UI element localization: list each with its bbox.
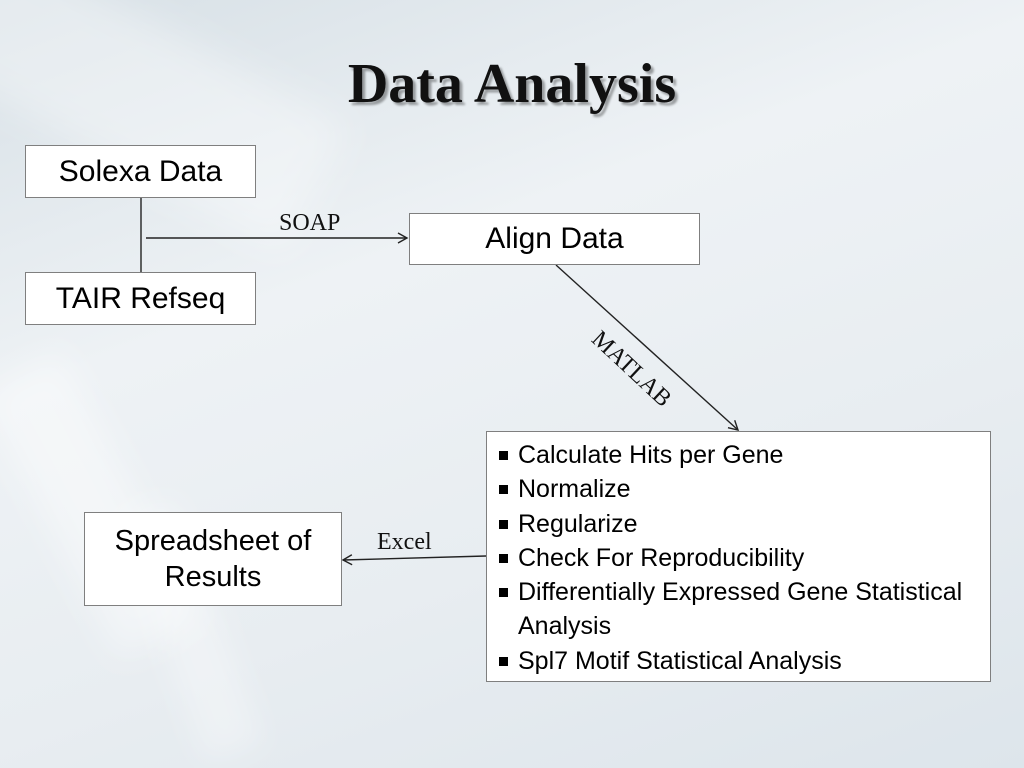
- node-label: TAIR Refseq: [55, 281, 226, 315]
- arrow-to-steps: [555, 264, 740, 431]
- list-item: Regularize: [499, 507, 982, 541]
- node-label: Solexa Data: [58, 154, 223, 188]
- list-item: Normalize: [499, 472, 982, 506]
- node-tair-refseq: TAIR Refseq: [25, 272, 256, 325]
- node-align-data: Align Data: [409, 213, 700, 265]
- analysis-step-list: Calculate Hits per Gene Normalize Regula…: [499, 438, 982, 678]
- node-label: Align Data: [485, 222, 624, 255]
- list-item: Spl7 Motif Statistical Analysis: [499, 644, 982, 678]
- node-label-line: Spreadsheet of: [114, 525, 312, 557]
- list-item: Calculate Hits per Gene: [499, 438, 982, 472]
- arrow-to-spreadsheet: [341, 554, 487, 566]
- node-spreadsheet-results: Spreadsheet of Results: [84, 512, 342, 606]
- edge-label-excel: Excel: [377, 529, 432, 555]
- list-item: Check For Reproducibility: [499, 541, 982, 575]
- node-analysis-steps: Calculate Hits per Gene Normalize Regula…: [486, 431, 991, 682]
- slide-title: Data Analysis: [347, 53, 677, 115]
- edge-label-soap: SOAP: [279, 210, 341, 236]
- list-item: Differentially Expressed Gene Statistica…: [499, 575, 982, 644]
- node-solexa-data: Solexa Data: [25, 145, 256, 198]
- node-label-line: Results: [164, 561, 262, 593]
